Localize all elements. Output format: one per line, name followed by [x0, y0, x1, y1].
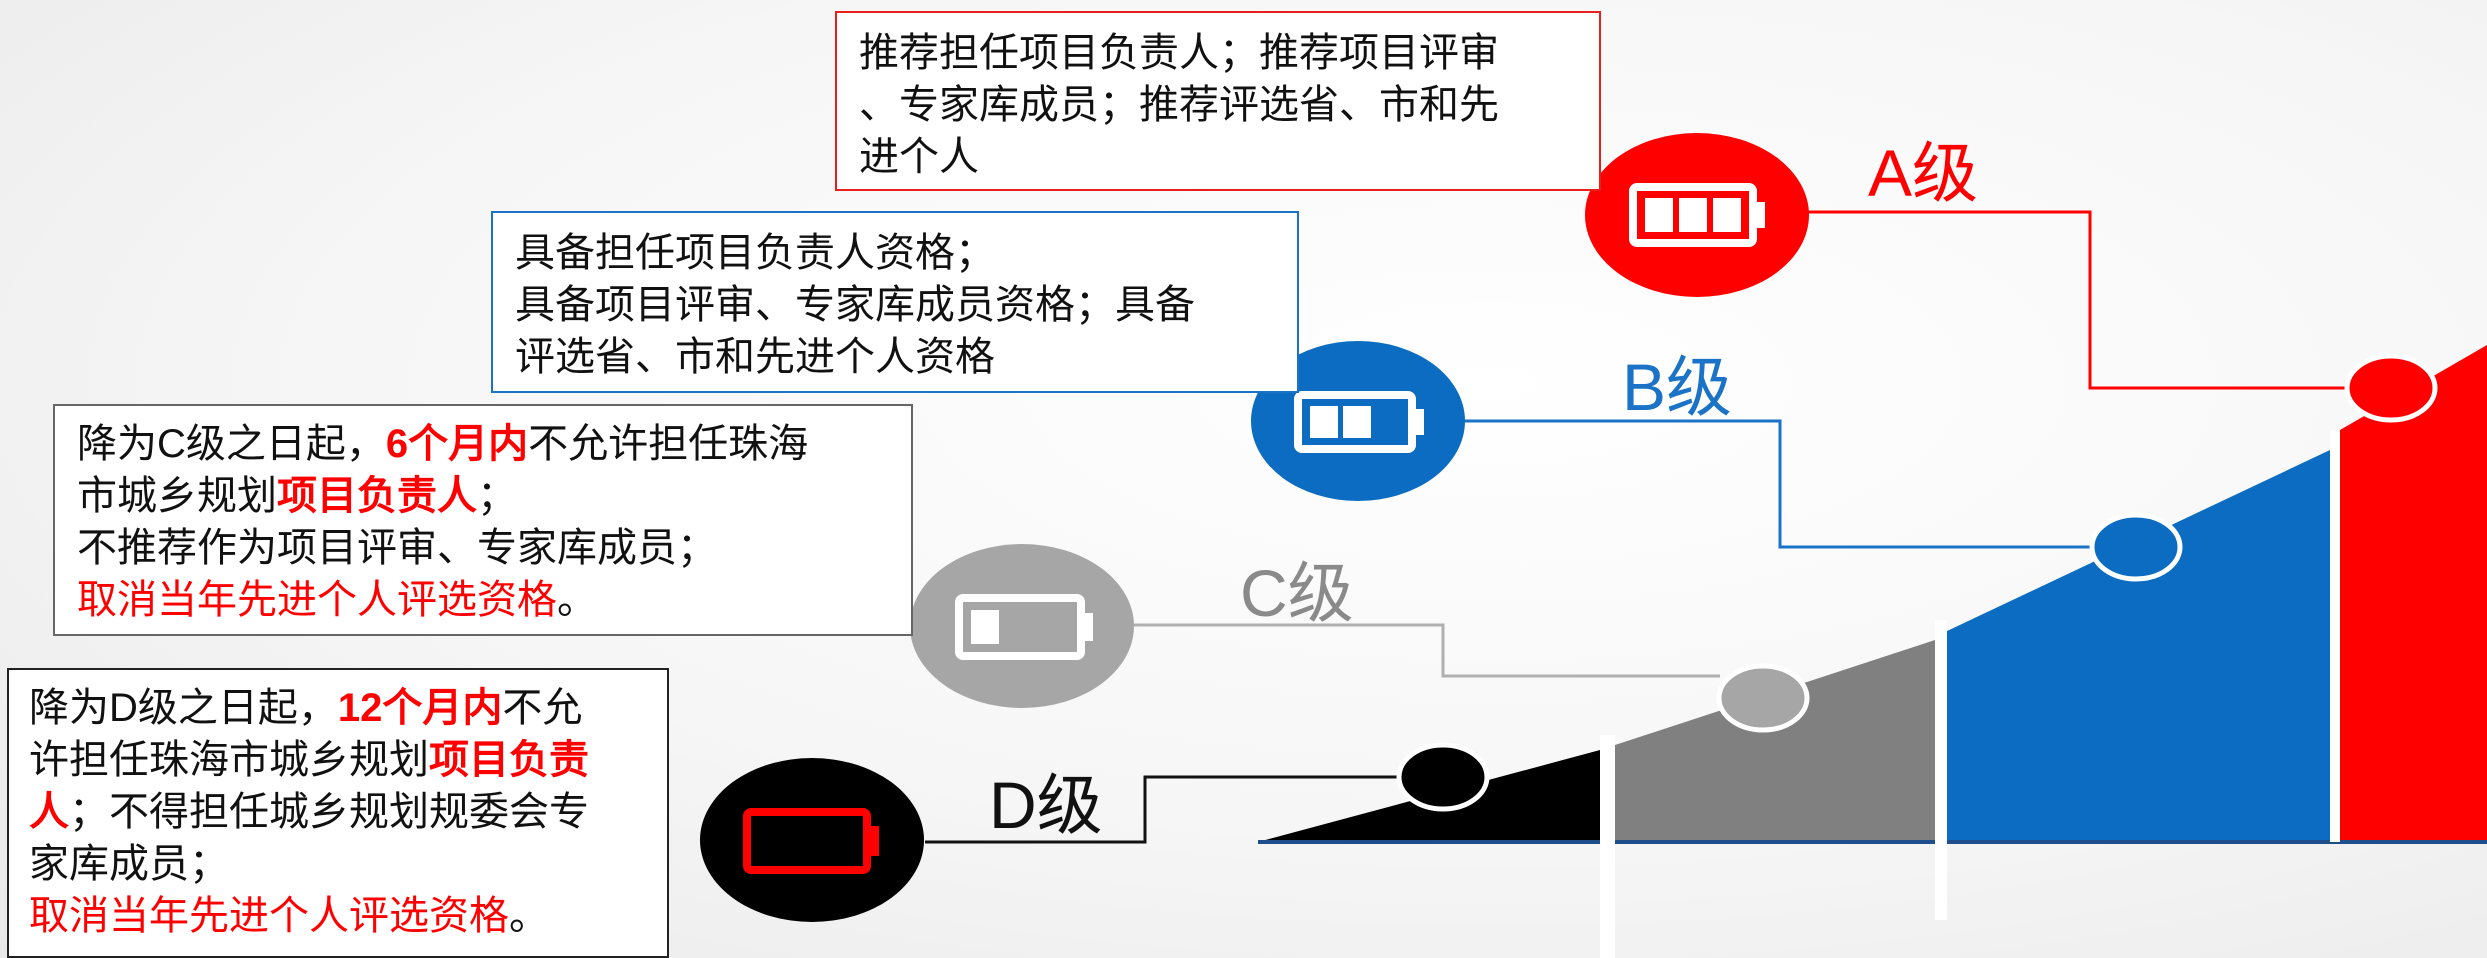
node-c [1716, 663, 1810, 733]
description-line: 降为D级之日起，12个月内不允 [29, 682, 647, 734]
description-line: 取消当年先进个人评选资格。 [77, 574, 889, 626]
description-line: 人；不得担任城乡规划规委会专 [29, 786, 647, 838]
level-label-d: D级 [989, 768, 1103, 842]
highlight-duration: 6个月内 [385, 422, 529, 466]
highlight-role: 人 [29, 790, 69, 834]
staircase-blue-segment [1945, 450, 2330, 842]
text-segment: ； [477, 474, 517, 518]
level-label-c: C级 [1240, 556, 1354, 630]
text-segment: ；不得担任城乡规划规委会专 [69, 790, 589, 834]
connector-line-a [1803, 210, 2355, 390]
description-line: 、专家库成员；推荐评选省、市和先 [859, 83, 1499, 127]
connector-line-c [1134, 623, 1720, 678]
text-segment: 不允 [502, 686, 583, 730]
description-line: 降为C级之日起，6个月内不允许担任珠海 [77, 418, 889, 470]
highlight-penalty: 取消当年先进个人评选资格 [29, 894, 509, 938]
level-c-description-box: 降为C级之日起，6个月内不允许担任珠海 市城乡规划项目负责人； 不推荐作为项目评… [53, 404, 913, 636]
text-segment: 许担任珠海市城乡规划 [29, 738, 429, 782]
staircase-red-segment [2340, 345, 2487, 842]
battery-empty-icon [700, 758, 924, 922]
level-b-description-box: 具备担任项目负责人资格； 具备项目评审、专家库成员资格；具备 评选省、市和先进个… [491, 211, 1299, 393]
description-line: 许担任珠海市城乡规划项目负责 [29, 734, 647, 786]
description-line: 家库成员； [29, 842, 229, 886]
description-line: 不推荐作为项目评审、专家库成员； [77, 526, 717, 570]
connector-line-d [925, 775, 1408, 844]
level-a-description-box: 推荐担任项目负责人；推荐项目评审 、专家库成员；推荐评选省、市和先 进个人 [835, 11, 1601, 191]
level-label-b: B级 [1622, 350, 1733, 424]
description-line: 评选省、市和先进个人资格 [515, 335, 995, 379]
highlight-duration: 12个月内 [337, 686, 503, 730]
description-line: 具备项目评审、专家库成员资格；具备 [515, 283, 1195, 327]
text-segment: 。 [557, 578, 597, 622]
node-b [2089, 512, 2183, 582]
node-a [2344, 353, 2438, 423]
text-segment: 降为D级之日起， [29, 686, 338, 730]
text-segment: 不允许担任珠海 [528, 422, 809, 466]
separator [1600, 735, 1615, 958]
highlight-role: 项目负责 [429, 738, 589, 782]
battery-one-bar-icon [910, 544, 1134, 708]
description-line: 具备担任项目负责人资格； [515, 231, 995, 275]
text-segment: 降为C级之日起， [77, 422, 386, 466]
node-d [1396, 742, 1490, 812]
description-line: 推荐担任项目负责人；推荐项目评审 [859, 31, 1499, 75]
description-line: 进个人 [859, 135, 979, 179]
text-segment: 市城乡规划 [77, 474, 277, 518]
text-segment: 。 [509, 894, 549, 938]
separator [2330, 430, 2340, 842]
level-d-description-box: 降为D级之日起，12个月内不允 许担任珠海市城乡规划项目负责 人；不得担任城乡规… [7, 668, 669, 958]
level-label-a: A级 [1868, 136, 1979, 210]
separator [1935, 620, 1947, 920]
highlight-penalty: 取消当年先进个人评选资格 [77, 578, 557, 622]
battery-full-icon [1585, 133, 1809, 297]
battery-two-bars-icon [1251, 341, 1465, 501]
connector-line-b [1465, 419, 2100, 549]
staircase-gray-segment [1615, 640, 1935, 842]
description-line: 市城乡规划项目负责人； [77, 470, 889, 522]
highlight-role: 项目负责人 [277, 474, 477, 518]
description-line: 取消当年先进个人评选资格。 [29, 890, 647, 942]
